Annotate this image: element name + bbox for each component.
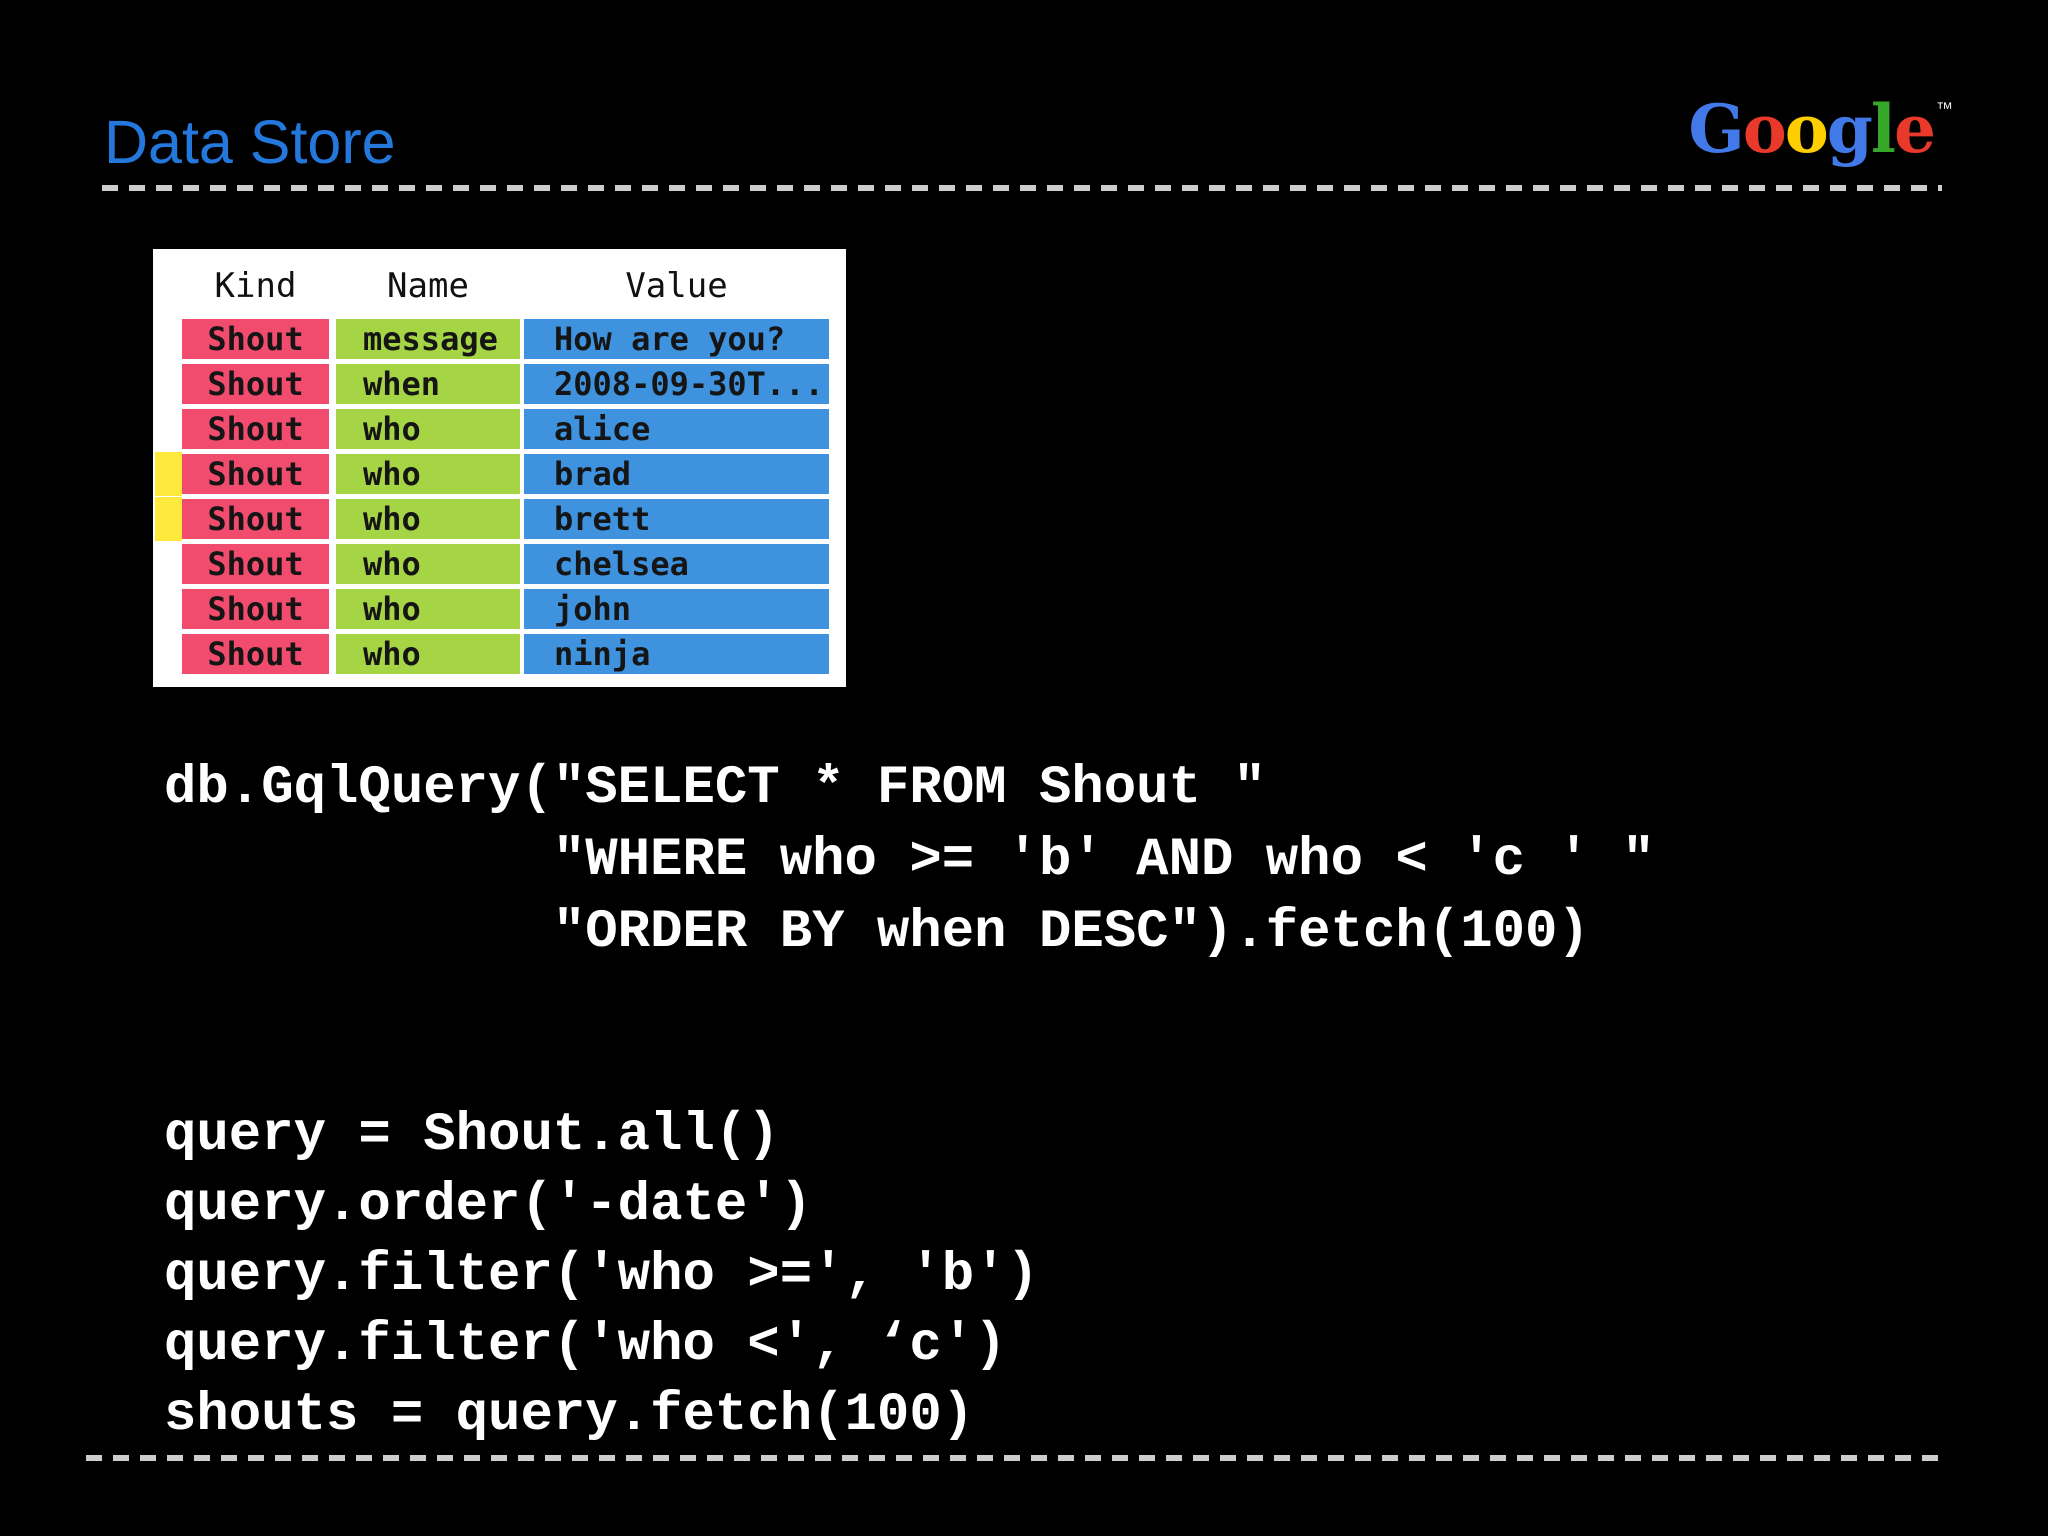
logo-letter: o [1742,90,1787,168]
name-cell: who [336,499,520,539]
value-cell: brett [524,499,829,539]
kind-cell: Shout [182,409,329,449]
value-cell: alice [524,409,829,449]
name-cell: when [336,364,520,404]
code-line: "ORDER BY when DESC").fetch(100) [164,902,1590,963]
name-cell: who [336,634,520,674]
table-row: Shout when 2008-09-30T... [153,364,846,404]
value-cell: john [524,589,829,629]
column-header-value: Value [625,266,728,306]
table-row: Shout who brett [153,497,846,541]
kind-cell: Shout [182,544,329,584]
kind-cell: Shout [182,589,329,629]
column-header-kind: Kind [214,266,297,306]
value-cell: ninja [524,634,829,674]
query-api-code-block: query = Shout.all() query.order('-date')… [164,1101,1039,1451]
logo-letter: l [1870,90,1896,168]
code-line: shouts = query.fetch(100) [164,1385,975,1446]
code-line: db.GqlQuery("SELECT * FROM Shout " [164,758,1266,819]
code-line: query.order('-date') [164,1175,813,1236]
table-row: Shout who alice [153,409,846,449]
name-cell: who [336,409,520,449]
logo-letter: e [1894,90,1936,168]
entity-table: Kind Name Value Shout message How are yo… [153,249,846,687]
value-cell: chelsea [524,544,829,584]
footer-divider [86,1455,1942,1461]
match-highlight-marker [155,452,182,496]
code-line: "WHERE who >= 'b' AND who < 'c ' " [164,830,1655,891]
gql-query-code-block: db.GqlQuery("SELECT * FROM Shout " "WHER… [164,753,1655,969]
kind-cell: Shout [182,454,329,494]
logo-letter: G [1688,90,1744,168]
logo-letter: o [1784,90,1829,168]
value-cell: How are you? [524,319,829,359]
name-cell: who [336,544,520,584]
kind-cell: Shout [182,634,329,674]
table-row: Shout who ninja [153,634,846,674]
match-highlight-marker [155,497,182,541]
kind-cell: Shout [182,364,329,404]
column-header-name: Name [387,266,469,306]
value-cell: brad [524,454,829,494]
name-cell: who [336,454,520,494]
table-row: Shout who chelsea [153,544,846,584]
page-title: Data Store [104,108,396,176]
value-cell: 2008-09-30T... [524,364,829,404]
code-line: query.filter('who <', ‘c') [164,1315,1007,1376]
name-cell: who [336,589,520,629]
table-row: Shout who brad [153,452,846,496]
code-line: query.filter('who >=', 'b') [164,1245,1039,1306]
kind-cell: Shout [182,319,329,359]
table-row: Shout message How are you? [153,319,846,359]
kind-cell: Shout [182,499,329,539]
header-divider [102,185,1942,191]
name-cell: message [336,319,520,359]
logo-letter: g [1826,90,1873,168]
table-row: Shout who john [153,589,846,629]
trademark-symbol: ™ [1936,99,1953,118]
table-header-row: Kind Name Value [153,263,846,309]
code-line: query = Shout.all() [164,1105,780,1166]
